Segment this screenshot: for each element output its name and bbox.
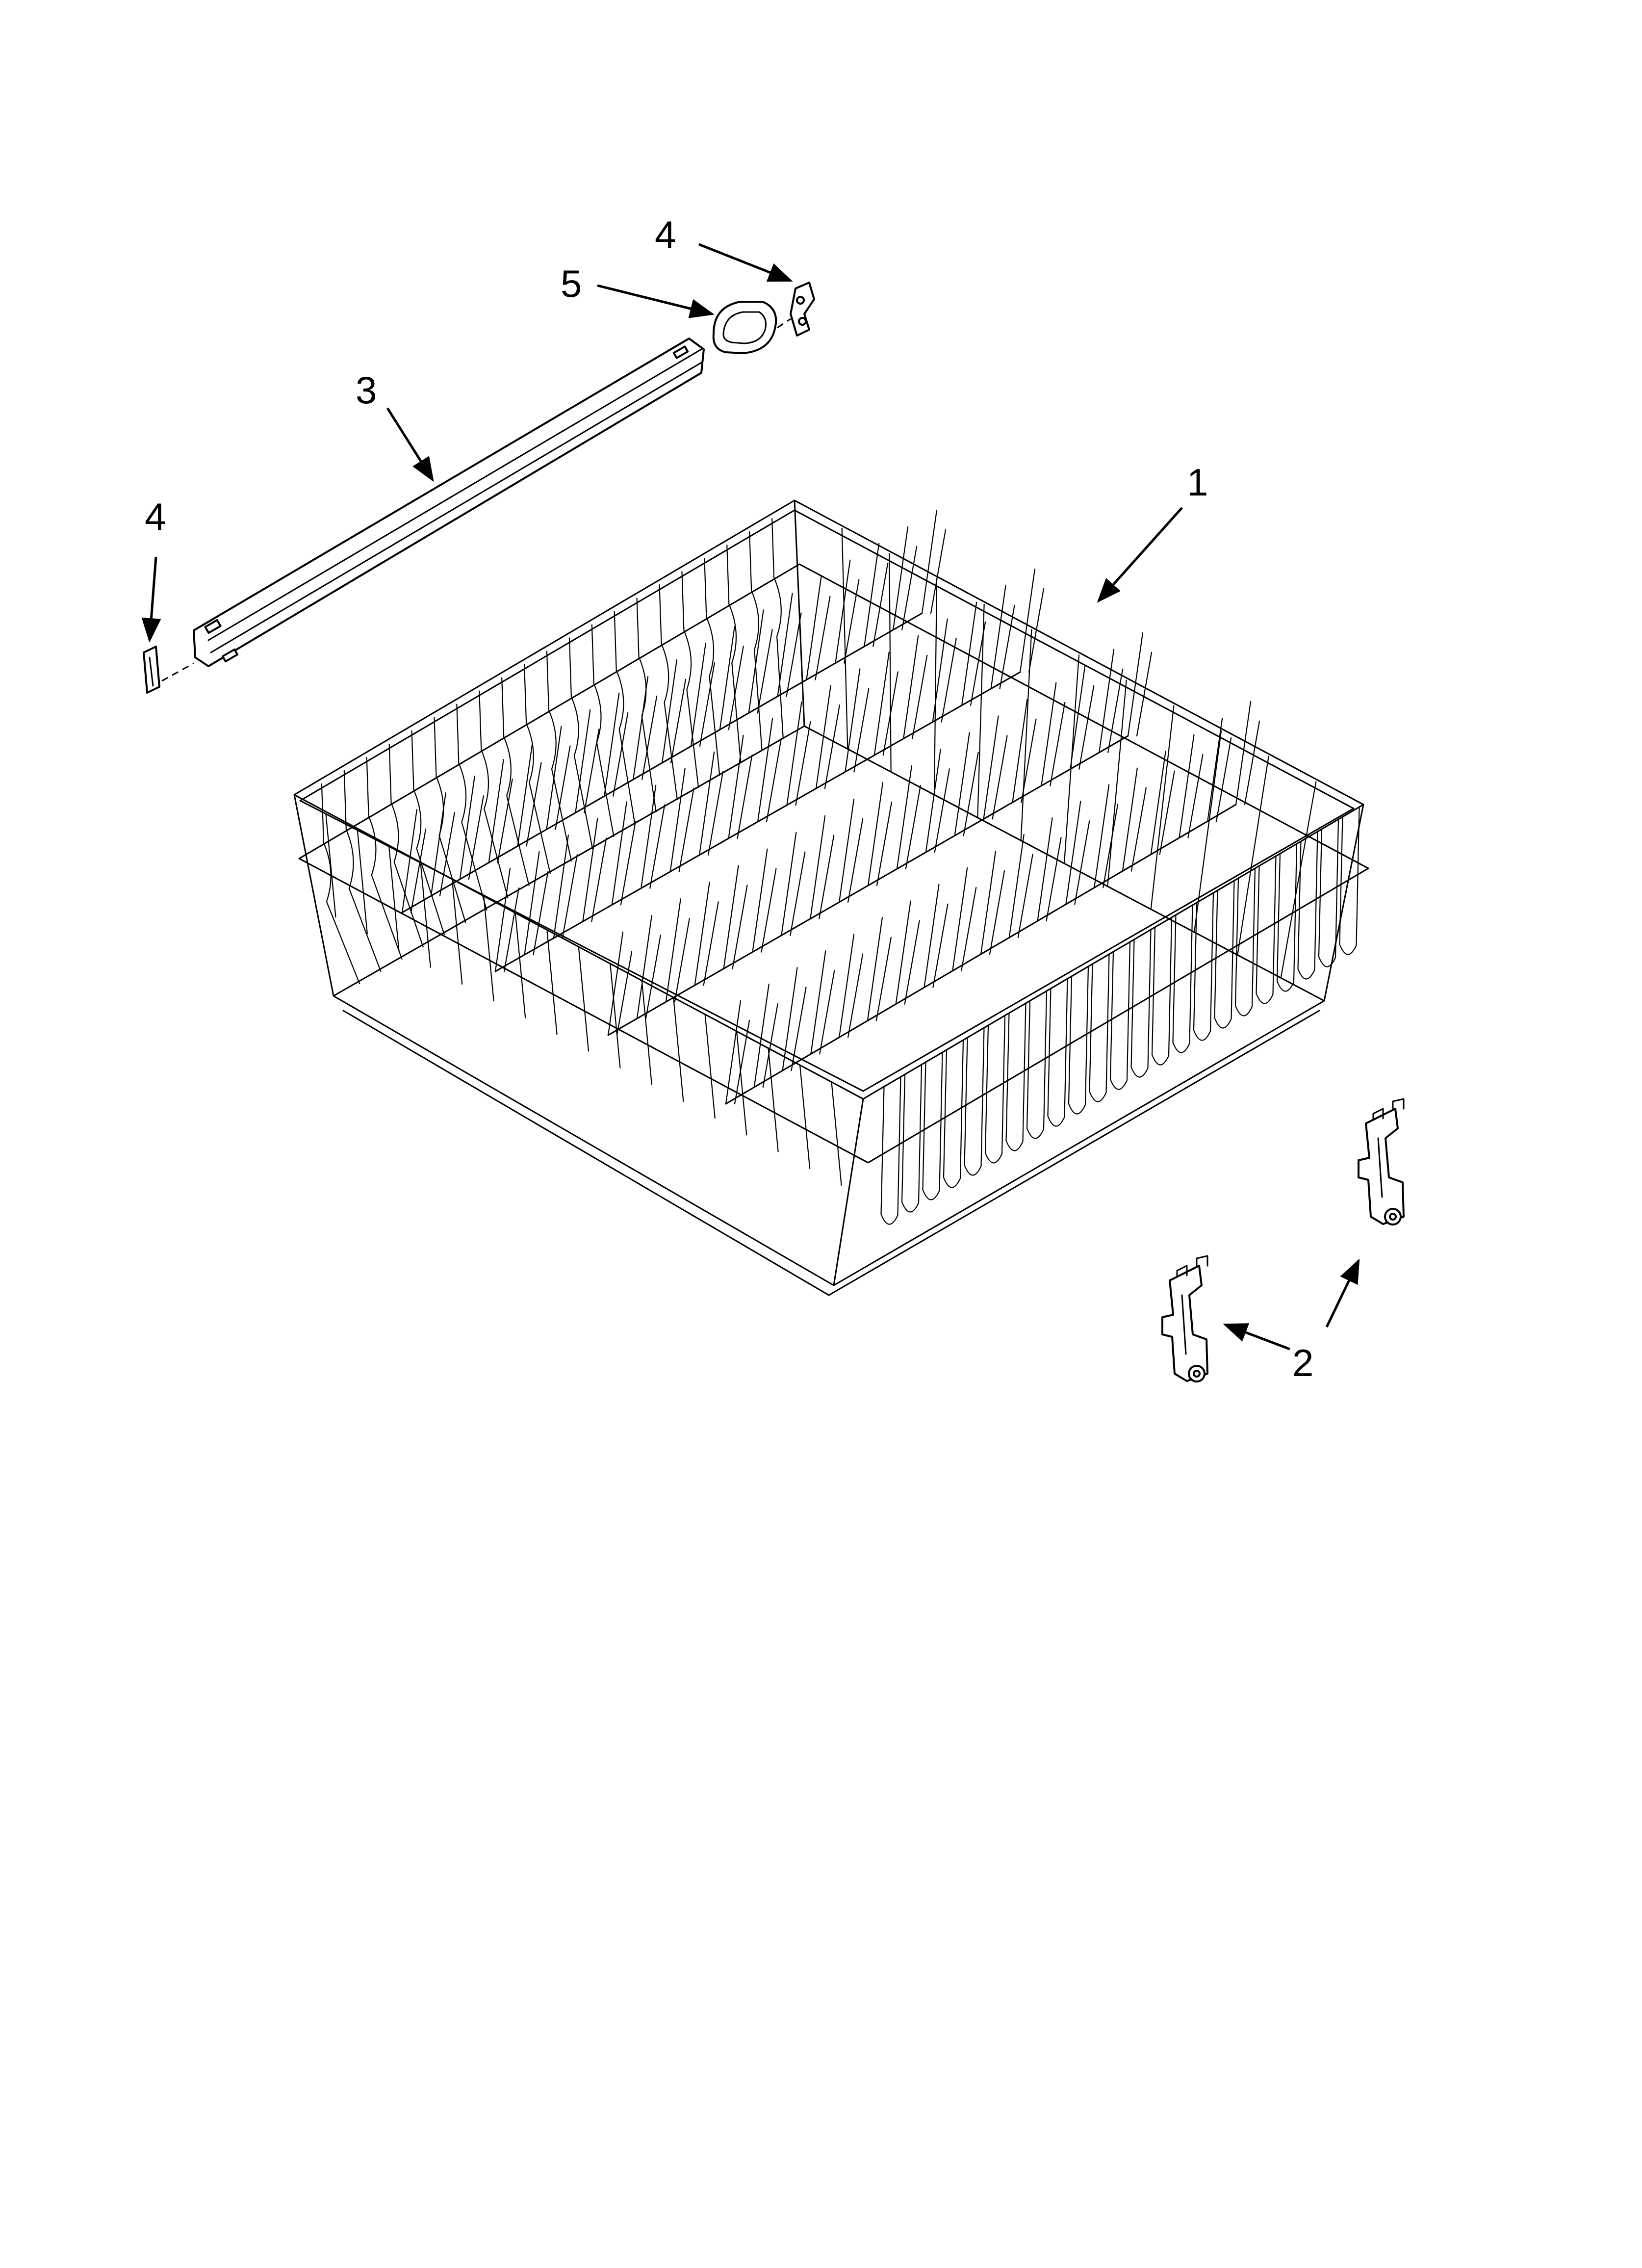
callout-4-right: 4 bbox=[655, 213, 676, 256]
dish-rack bbox=[293, 499, 1369, 1296]
rack-rail bbox=[193, 338, 705, 667]
callout-2: 2 bbox=[1292, 1341, 1313, 1384]
callout-1: 1 bbox=[1187, 461, 1208, 504]
leader-5 bbox=[597, 284, 715, 318]
end-cap-left bbox=[143, 646, 160, 694]
alignment-axis bbox=[161, 662, 194, 682]
rack-wheel-assembly-front bbox=[1161, 1255, 1208, 1382]
leader-2a bbox=[1223, 1323, 1290, 1351]
leader-2b bbox=[1325, 1258, 1360, 1328]
callout-3: 3 bbox=[356, 368, 377, 412]
leader-1 bbox=[1097, 507, 1183, 603]
leader-4-left bbox=[141, 556, 161, 643]
rack-wheel-assembly-rear bbox=[1358, 1098, 1405, 1225]
end-cap-right bbox=[790, 282, 815, 337]
callout-4-left: 4 bbox=[145, 495, 166, 538]
leader-3 bbox=[386, 407, 434, 482]
leader-4-right bbox=[698, 243, 793, 282]
rail-stop bbox=[712, 301, 777, 354]
callout-5: 5 bbox=[561, 262, 582, 305]
